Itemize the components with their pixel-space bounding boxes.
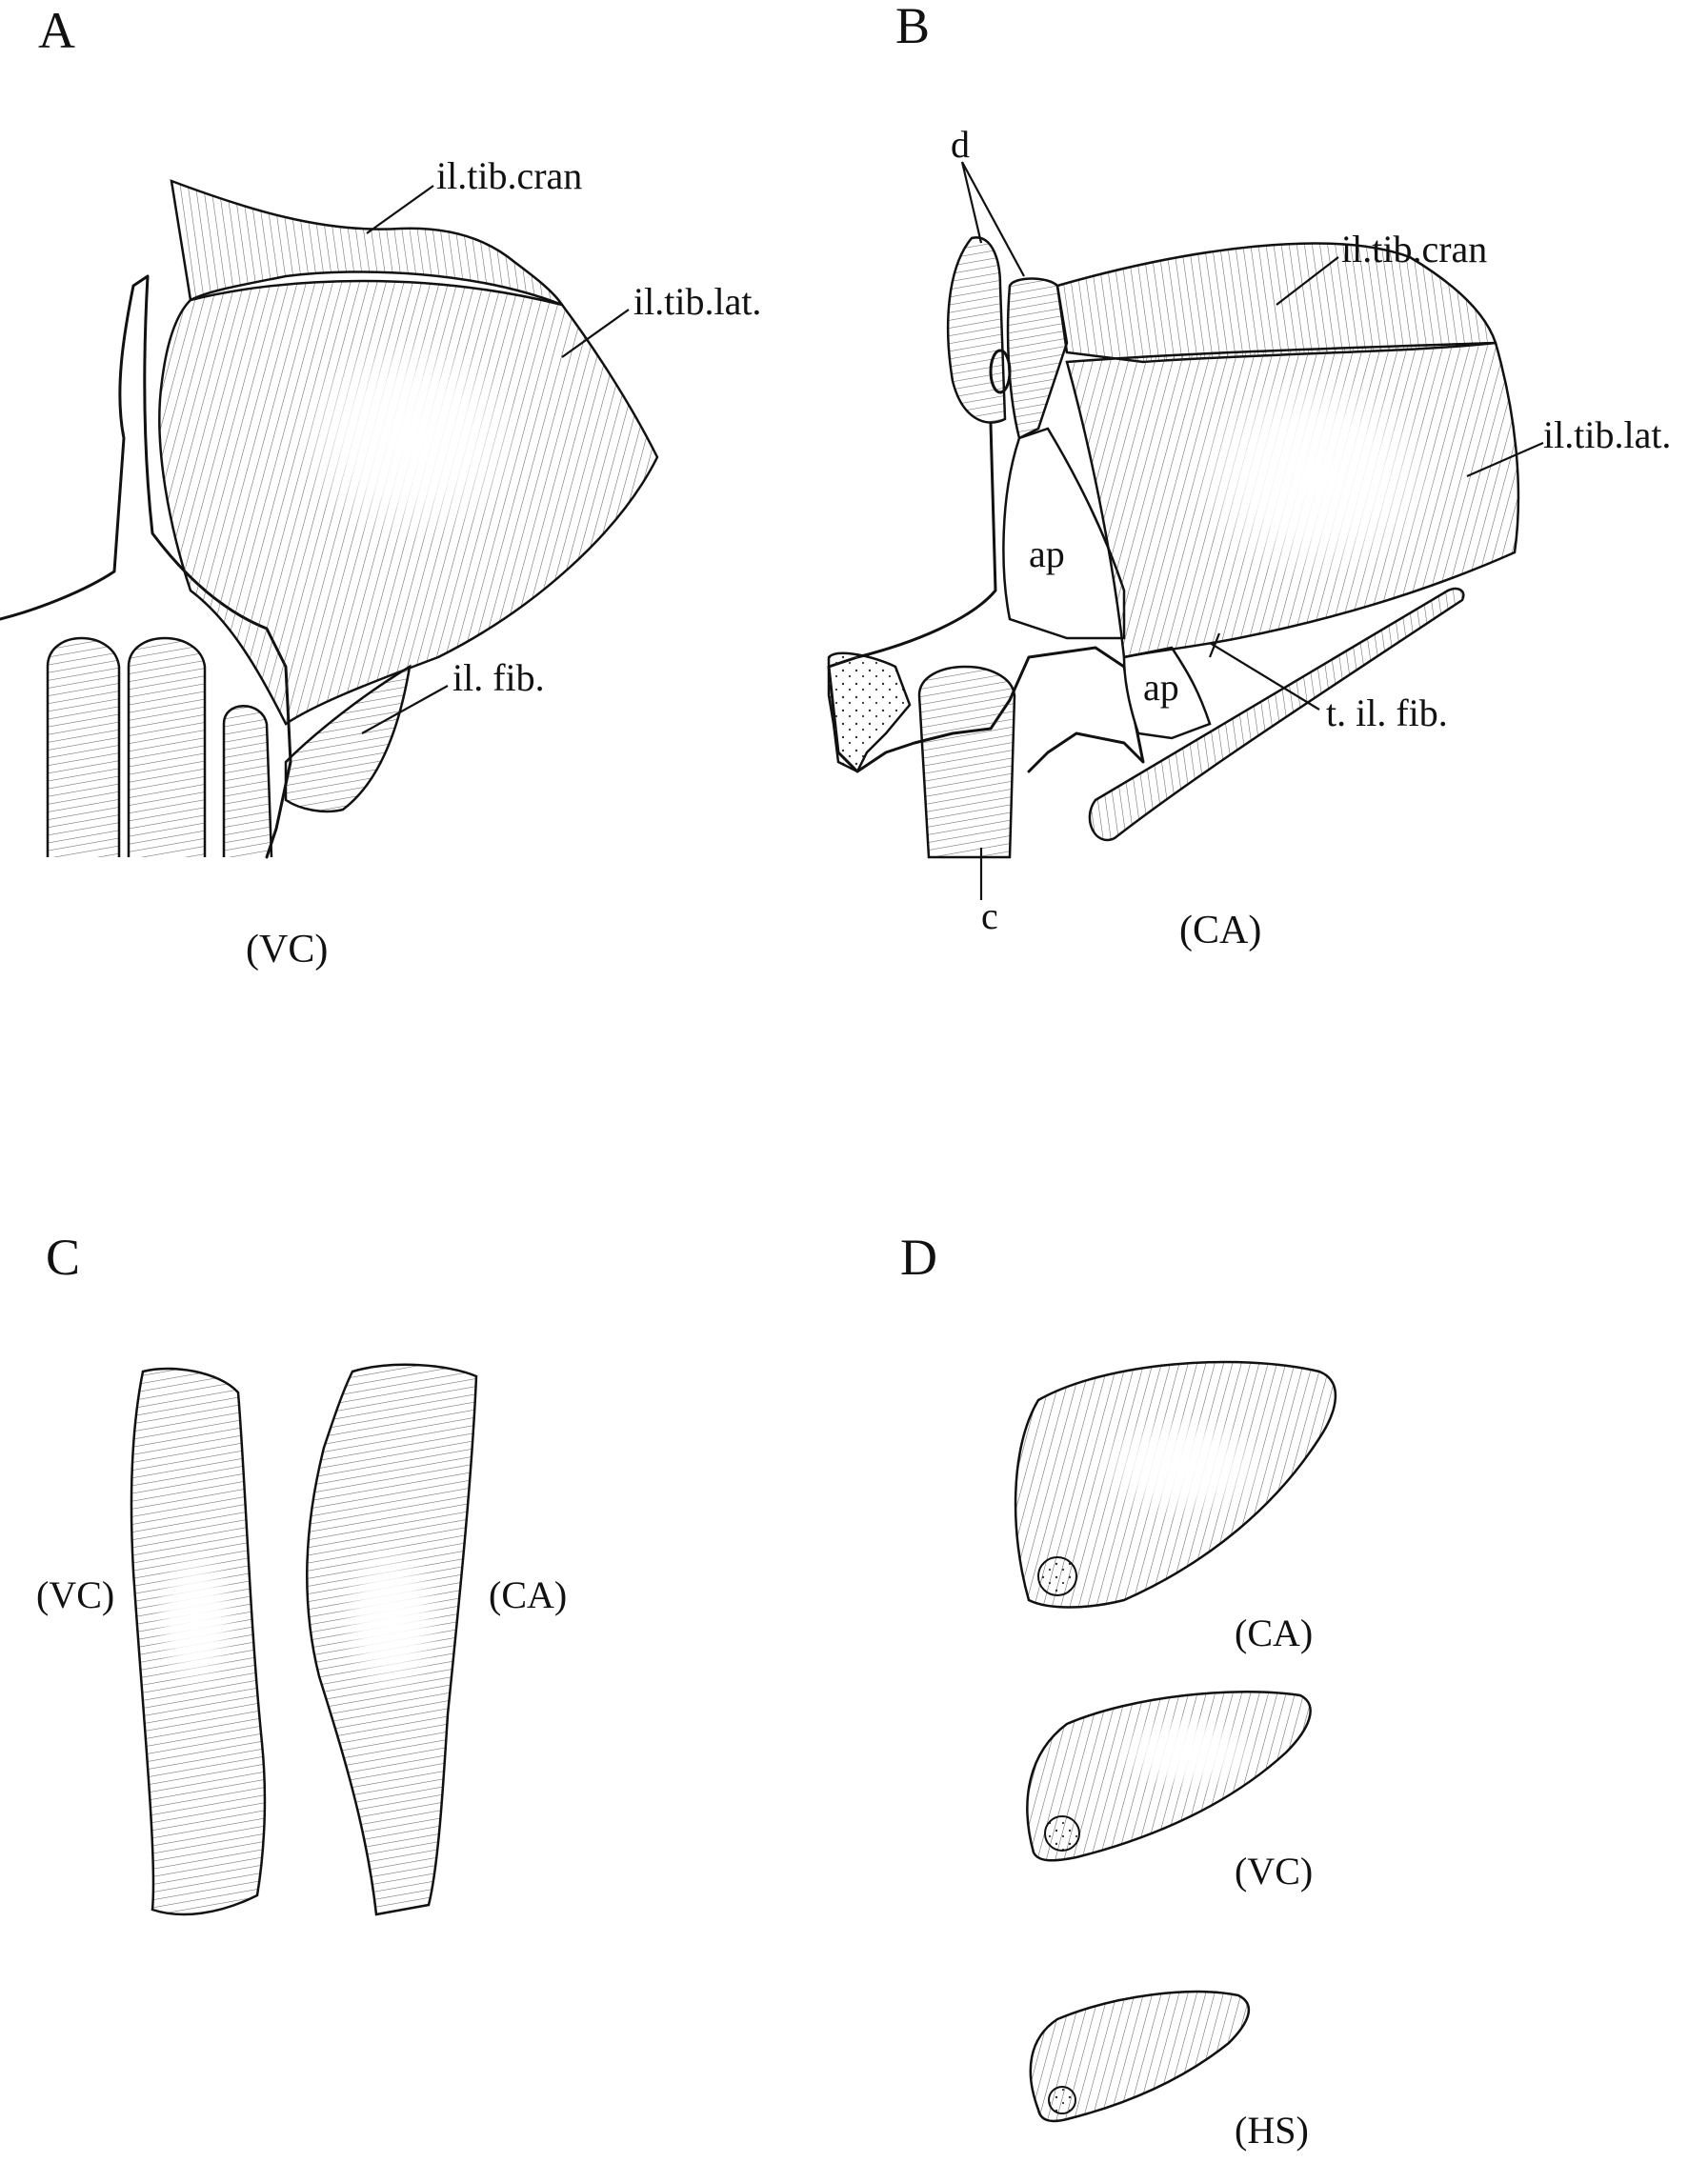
panel-a-il-tib-cran-muscle <box>170 179 566 308</box>
panel-d-highlight-vc <box>1115 1714 1257 1791</box>
label-a-il-tib-lat: il.tib.lat. <box>633 280 761 323</box>
label-b-il-tib-cran: il.tib.cran <box>1341 228 1487 270</box>
leader-a-il-tib-cran <box>366 185 434 234</box>
panel-c-highlight-vc <box>152 1548 238 1691</box>
leader-b-il-tib-lat <box>1466 441 1544 478</box>
panel-c: C (VC) (CA) <box>36 1229 567 1916</box>
panel-b-centrum <box>917 665 1016 859</box>
panel-b-transverse-process <box>827 651 912 773</box>
panel-a-il-fib-muscle <box>284 664 412 813</box>
view-label-b: (CA) <box>1179 909 1261 952</box>
label-b-t-il-fib: t. il. fib. <box>1326 691 1448 734</box>
label-b-d: d <box>951 123 970 166</box>
panel-b: B d il.tib.cran il.tib.lat. ap ap t. <box>827 0 1671 952</box>
leader-b-t-il-fib <box>1208 632 1320 711</box>
view-label-c-left: (VC) <box>36 1573 114 1616</box>
label-b-c: c <box>981 894 998 937</box>
panel-b-d-process-right <box>1006 277 1069 440</box>
panel-d-insertion-hs <box>1048 2086 1076 2114</box>
view-label-d-bottom: (HS) <box>1235 2109 1309 2152</box>
panel-d-insertion-vc <box>1044 1815 1080 1852</box>
leader-b-il-tib-cran <box>1276 256 1339 306</box>
panel-d: D (CA) (VC) (HS) <box>900 1229 1337 2152</box>
panel-b-il-fib-tendon <box>1088 587 1465 842</box>
panel-b-foramen <box>989 349 1012 394</box>
leader-a-il-fib <box>361 685 449 734</box>
panel-b-d-process-left <box>946 236 1007 424</box>
panel-letter-d: D <box>900 1229 937 1286</box>
panel-a-vertebra-left <box>46 636 121 857</box>
leader-a-il-tib-lat <box>561 309 630 358</box>
view-label-c-right: (CA) <box>489 1573 567 1616</box>
label-b-ap-upper: ap <box>1029 532 1065 575</box>
panel-a-highlight <box>295 333 524 543</box>
panel-b-aponeurosis-lower <box>1122 646 1212 740</box>
leader-b-d <box>960 161 1025 277</box>
panel-a-vertebra-right <box>222 705 273 858</box>
panel-c-highlight-ca <box>338 1543 443 1695</box>
panel-d-highlight-ca <box>1095 1414 1267 1519</box>
view-label-d-top: (CA) <box>1235 1612 1313 1654</box>
label-b-il-tib-lat: il.tib.lat. <box>1543 413 1671 456</box>
label-b-ap-lower: ap <box>1143 666 1179 709</box>
panel-d-insertion-ca <box>1037 1556 1077 1596</box>
panel-letter-c: C <box>46 1229 80 1286</box>
panel-d-muscle-hs <box>1029 1990 1250 2123</box>
label-a-il-fib: il. fib. <box>452 656 545 699</box>
panel-a: A il.tib.cran il.tib.lat. il. fib. (VC) <box>0 2 761 971</box>
panel-a-vertebra-middle <box>127 636 207 857</box>
view-label-a: (VC) <box>246 928 328 971</box>
panel-b-highlight <box>1191 371 1438 581</box>
label-a-il-tib-cran: il.tib.cran <box>436 154 582 197</box>
panel-letter-a: A <box>38 2 75 59</box>
view-label-d-middle: (VC) <box>1235 1850 1313 1893</box>
panel-letter-b: B <box>895 0 930 54</box>
